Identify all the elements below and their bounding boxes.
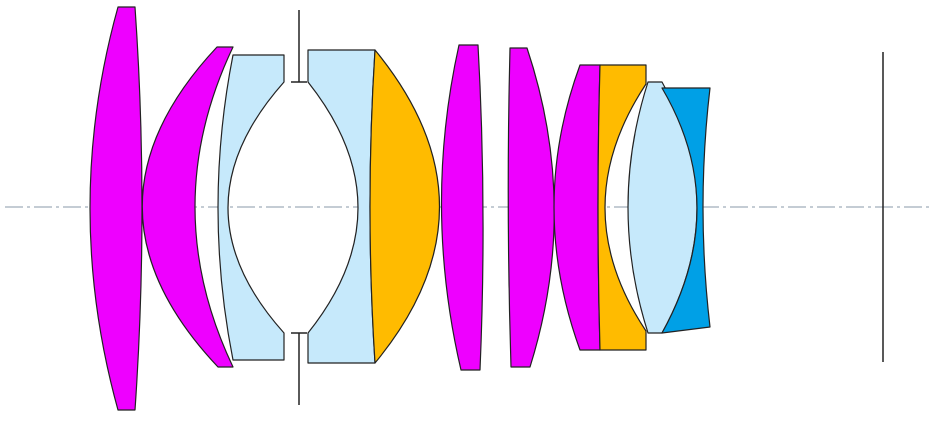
lens-element-11 [661,87,711,334]
aperture-stop [291,10,307,405]
lens-element-2 [141,46,234,368]
lens-element-3 [217,54,285,361]
lens-element-9 [597,64,647,351]
lens-element-6 [440,44,484,371]
lens-element-1 [89,6,143,411]
lens-element-8 [553,64,601,351]
lens-element-5 [369,49,441,364]
lens-element-7 [507,47,555,368]
